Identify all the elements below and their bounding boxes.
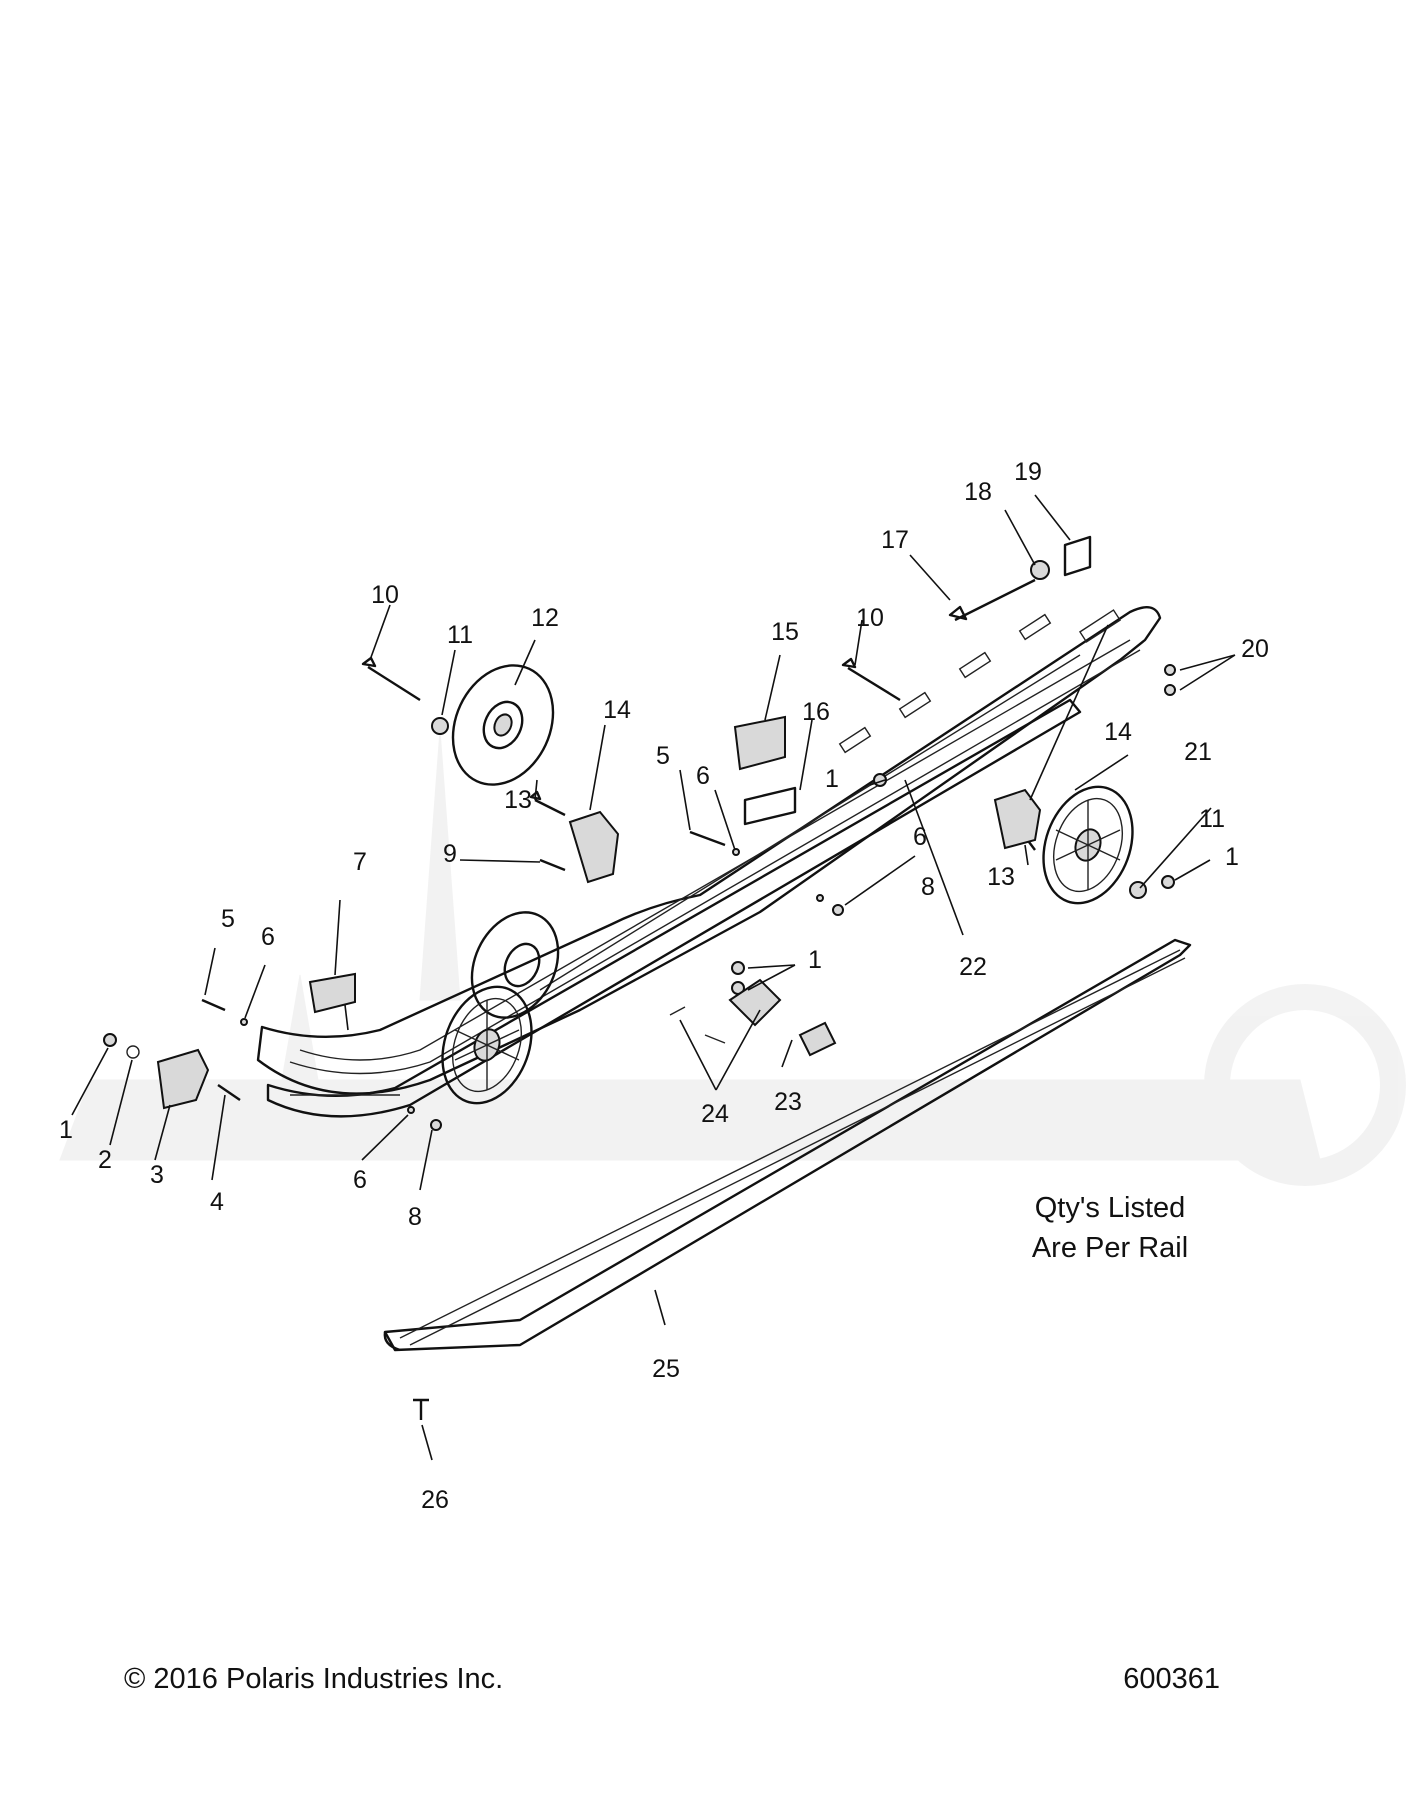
callout-6: 6 [696,762,710,790]
callout-5: 5 [656,742,670,770]
callout-10: 10 [371,581,399,609]
hardware-parts [103,535,1176,1420]
callout-18: 18 [964,478,992,506]
callout-8: 8 [921,873,935,901]
callout-15: 15 [771,618,799,646]
slide-part-25 [383,938,1192,1352]
callout-9: 9 [443,840,457,868]
note-line-2: Are Per Rail [1031,1232,1189,1264]
wheel-rear-upper [470,911,560,1019]
callout-6: 6 [261,923,275,951]
callout-21: 21 [1184,738,1212,766]
callout-2: 2 [98,1146,112,1174]
wheel-part-12 [451,664,555,786]
quantity-note: Qty's Listed Are Per Rail [960,1188,1260,1268]
callout-4: 4 [210,1188,224,1216]
callout-13: 13 [504,786,532,814]
callout-3: 3 [150,1161,164,1189]
callout-10: 10 [856,604,884,632]
wheel-front-lower [441,985,533,1105]
callout-1: 1 [825,765,839,793]
callout-22: 22 [959,953,987,981]
callout-17: 17 [881,526,909,554]
leader-lines [71,494,1236,1461]
wheel-part-21 [1042,785,1134,905]
copyright-text: © 2016 Polaris Industries Inc. [124,1663,504,1695]
callout-16: 16 [802,698,830,726]
callout-1: 1 [1225,843,1239,871]
callout-1: 1 [59,1116,73,1144]
callout-24: 24 [701,1100,729,1128]
callout-1: 1 [808,946,822,974]
watermark-logo [59,729,1406,1186]
callout-12: 12 [531,604,559,632]
callout-25: 25 [652,1355,680,1383]
callout-6: 6 [913,823,927,851]
callout-20: 20 [1241,635,1269,663]
note-line-1: Qty's Listed [1034,1192,1186,1224]
callout-23: 23 [774,1088,802,1116]
callout-14: 14 [1104,718,1132,746]
callout-7: 7 [353,848,367,876]
rail-upper-part-22 [256,606,1162,1095]
callout-14: 14 [603,696,631,724]
callout-5: 5 [221,905,235,933]
rail-lower [266,698,1082,1118]
callout-19: 19 [1014,458,1042,486]
callout-6: 6 [353,1166,367,1194]
callout-26: 26 [421,1486,449,1514]
callout-11: 11 [447,621,473,649]
callout-8: 8 [408,1203,422,1231]
figure-id: 600361 [1123,1663,1220,1695]
callout-labels: 10 11 12 14 13 5 6 15 16 10 1 17 18 19 2… [59,458,1269,1514]
callout-13: 13 [987,863,1015,891]
callout-11: 11 [1199,805,1225,833]
